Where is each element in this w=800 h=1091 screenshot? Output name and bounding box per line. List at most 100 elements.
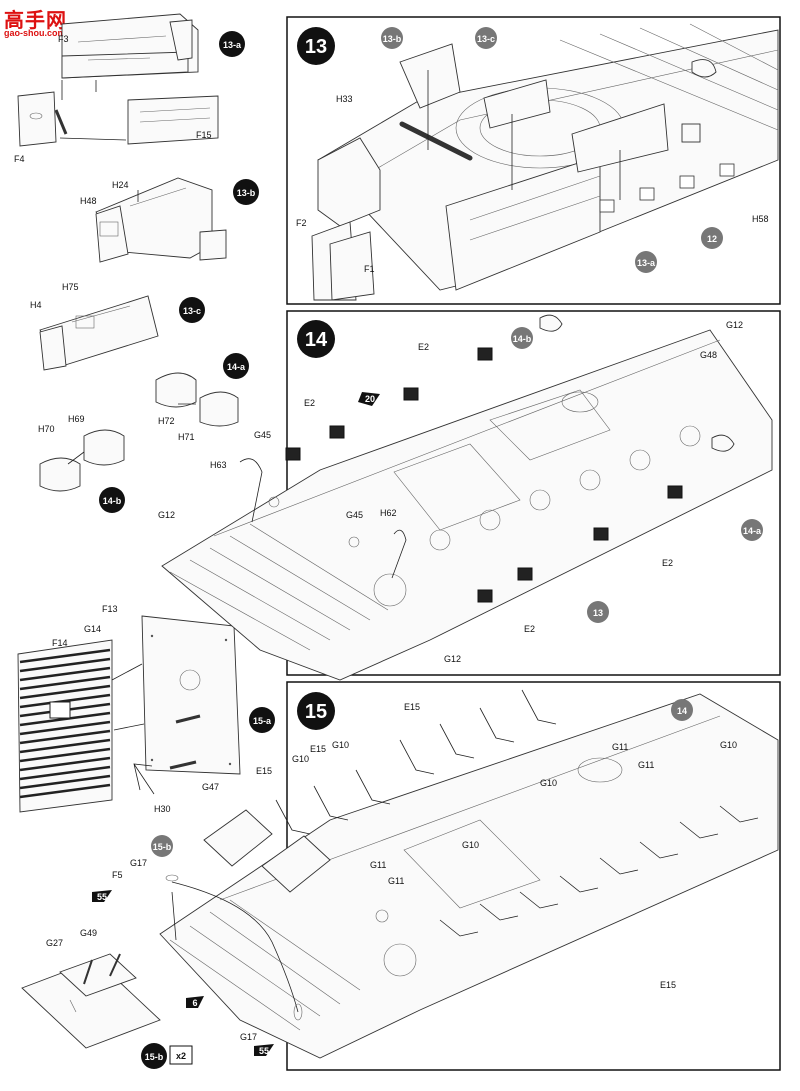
label-G45-1: G45 bbox=[254, 430, 271, 440]
badge-14b-step14: 14-b bbox=[511, 327, 533, 349]
subassembly-14a-drawing bbox=[155, 372, 239, 427]
label-E15-1: E15 bbox=[404, 702, 420, 712]
label-H72: H72 bbox=[158, 416, 175, 426]
label-G17-1: G17 bbox=[130, 858, 147, 868]
watermark-brand: 高手网 bbox=[4, 10, 67, 32]
svg-text:14-a: 14-a bbox=[227, 362, 246, 372]
badge-14a: 14-a bbox=[223, 353, 249, 379]
label-H75: H75 bbox=[62, 282, 79, 292]
ref-arrow-55-b: 55 bbox=[254, 1044, 274, 1056]
badge-15b-step15: 15-b bbox=[151, 835, 173, 857]
step-14-number: 14 bbox=[305, 329, 328, 351]
label-G17-2: G17 bbox=[240, 1032, 257, 1042]
label-G11-1: G11 bbox=[612, 742, 628, 752]
quantity-box: x2 bbox=[169, 1045, 193, 1065]
watermark-url: gao-shou.com bbox=[4, 28, 66, 38]
svg-text:14-a: 14-a bbox=[743, 526, 762, 536]
label-H4: H4 bbox=[30, 300, 42, 310]
svg-text:6: 6 bbox=[192, 998, 197, 1008]
ref-arrow-55-a: 55 bbox=[92, 890, 112, 902]
step-15-number: 15 bbox=[305, 701, 327, 723]
svg-text:15-b: 15-b bbox=[153, 842, 172, 852]
label-H69: H69 bbox=[68, 414, 85, 424]
label-G45-2: G45 bbox=[346, 510, 363, 520]
label-E2-1: E2 bbox=[418, 342, 429, 352]
svg-text:13-c: 13-c bbox=[183, 306, 201, 316]
svg-text:55: 55 bbox=[97, 892, 107, 902]
step-15-marker: 15 bbox=[297, 692, 335, 730]
label-G11-4: G11 bbox=[388, 876, 404, 886]
label-H62: H62 bbox=[380, 508, 397, 518]
step-13-hull-drawing bbox=[311, 23, 779, 301]
badge-13a-step13: 13-a bbox=[635, 251, 657, 273]
badge-13-step14: 13 bbox=[587, 601, 609, 623]
badge-12: 12 bbox=[701, 227, 723, 249]
label-H33: H33 bbox=[336, 94, 353, 104]
badge-13c: 13-c bbox=[179, 297, 205, 323]
step-15-hull-drawing bbox=[159, 689, 779, 1059]
badge-13b: 13-b bbox=[233, 179, 259, 205]
label-E15-3: E15 bbox=[256, 766, 272, 776]
label-G10-3: G10 bbox=[540, 778, 557, 788]
step-14-marker: 14 bbox=[297, 320, 335, 358]
label-G11-3: G11 bbox=[370, 860, 386, 870]
subassembly-13b-drawing bbox=[95, 177, 227, 263]
label-F15: F15 bbox=[196, 130, 212, 140]
ref-arrow-20: 20 bbox=[358, 392, 380, 406]
label-H58: H58 bbox=[752, 214, 769, 224]
step-13-number: 13 bbox=[305, 36, 327, 58]
badge-14b: 14-b bbox=[99, 487, 125, 513]
svg-text:14-b: 14-b bbox=[513, 334, 532, 344]
badge-15b: 15-b bbox=[141, 1043, 167, 1069]
label-F14: F14 bbox=[52, 638, 68, 648]
badge-14a-step14: 14-a bbox=[741, 519, 763, 541]
svg-text:x2: x2 bbox=[176, 1051, 186, 1061]
label-F2: F2 bbox=[296, 218, 307, 228]
subassembly-15a-drawing bbox=[17, 615, 241, 813]
watermark-logo: 高手网 gao-shou.com bbox=[4, 4, 114, 38]
svg-text:20: 20 bbox=[365, 394, 375, 404]
track-link-pads bbox=[203, 809, 331, 893]
step-13-marker: 13 bbox=[297, 27, 335, 65]
label-F13: F13 bbox=[102, 604, 118, 614]
label-F5: F5 bbox=[112, 870, 123, 880]
label-G10-1: G10 bbox=[332, 740, 349, 750]
badge-15a: 15-a bbox=[249, 707, 275, 733]
label-G10-4: G10 bbox=[720, 740, 737, 750]
badge-14-step15: 14 bbox=[671, 699, 693, 721]
label-H24: H24 bbox=[112, 180, 129, 190]
label-F3: F3 bbox=[58, 34, 69, 44]
label-H70: H70 bbox=[38, 424, 55, 434]
label-H30: H30 bbox=[154, 804, 171, 814]
badge-13c-step13: 13-c bbox=[475, 27, 497, 49]
label-E15-2: E15 bbox=[310, 744, 326, 754]
label-G10-2: G10 bbox=[292, 754, 309, 764]
svg-text:12: 12 bbox=[707, 234, 717, 244]
svg-text:13-a: 13-a bbox=[223, 40, 242, 50]
label-G47: G47 bbox=[202, 782, 219, 792]
svg-text:14: 14 bbox=[677, 706, 687, 716]
step-13-panel bbox=[286, 16, 781, 305]
label-F4: F4 bbox=[14, 154, 25, 164]
label-G49: G49 bbox=[80, 928, 97, 938]
step-14-hull-drawing bbox=[161, 314, 773, 681]
svg-text:14-b: 14-b bbox=[103, 496, 122, 506]
subassembly-13c-drawing bbox=[39, 295, 159, 371]
label-E2-2: E2 bbox=[304, 398, 315, 408]
subassembly-14b-drawing bbox=[39, 429, 125, 492]
svg-text:15-a: 15-a bbox=[253, 716, 272, 726]
label-E2-3: E2 bbox=[662, 558, 673, 568]
label-G12-1: G12 bbox=[726, 320, 743, 330]
svg-text:55: 55 bbox=[259, 1046, 269, 1056]
ref-arrow-6: 6 bbox=[186, 996, 204, 1008]
label-G48: G48 bbox=[700, 350, 717, 360]
svg-text:13-b: 13-b bbox=[237, 188, 256, 198]
subassembly-15b-drawing bbox=[21, 953, 161, 1049]
label-E2-4: E2 bbox=[524, 624, 535, 634]
label-G10-5: G10 bbox=[462, 840, 479, 850]
subassembly-13a-drawing bbox=[17, 13, 219, 147]
label-H71: H71 bbox=[178, 432, 195, 442]
label-E15-4: E15 bbox=[660, 980, 676, 990]
svg-text:13: 13 bbox=[593, 608, 603, 618]
